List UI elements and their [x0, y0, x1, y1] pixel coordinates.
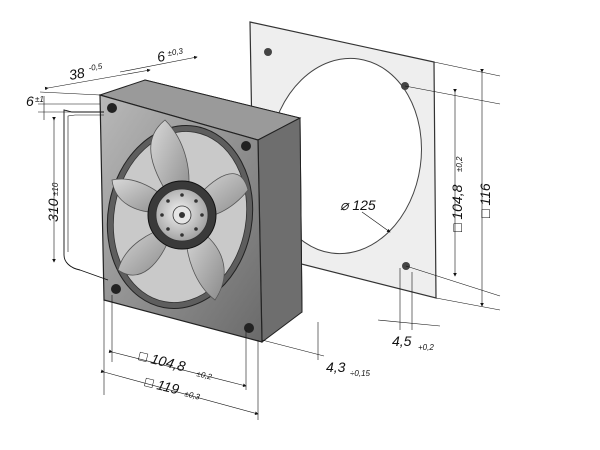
dim-hole-dia: ⌀ 125	[340, 197, 376, 213]
dim-cable-tol: ±10	[51, 182, 60, 196]
dim-flange-top-value: 6	[156, 48, 167, 65]
dim-front-outer-value: □ 119	[143, 373, 181, 397]
dim-front-spacing-tol: ±0,2	[196, 369, 214, 382]
dim-right-spacing-value: □ 104,8	[449, 184, 465, 232]
cable	[63, 109, 109, 281]
fan-body	[63, 79, 303, 343]
dim-right-outer: □ 116	[477, 183, 493, 218]
dimension-lines	[38, 55, 501, 420]
dim-flange-top-tol: ±0,3	[167, 46, 184, 58]
dim-depth-tol: -0,5	[88, 62, 104, 73]
dim-front-spacing-value: □ 104,8	[137, 347, 187, 374]
dim-flange-left-value: 6	[26, 93, 34, 109]
mount-hole-icon	[241, 141, 251, 151]
gasket-hole-icon	[264, 48, 272, 56]
dim-offset-value: 4,3	[326, 359, 346, 375]
dim-flange-left-tol: ±1	[35, 95, 44, 104]
mount-hole-icon	[107, 103, 117, 113]
dim-pitch-value: 4,5	[392, 333, 412, 349]
mount-hole-icon	[244, 323, 254, 333]
dim-cable-value: 310	[45, 198, 61, 222]
mount-hole-icon	[111, 284, 121, 294]
dim-pitch-tol: +0,2	[418, 343, 434, 352]
dim-depth-value: 38	[68, 64, 86, 82]
dim-offset-tol: ÷0,15	[350, 369, 371, 378]
dim-front-outer-tol: ±0,3	[184, 389, 202, 402]
dim-right-spacing-tol: ±0,2	[455, 156, 464, 172]
